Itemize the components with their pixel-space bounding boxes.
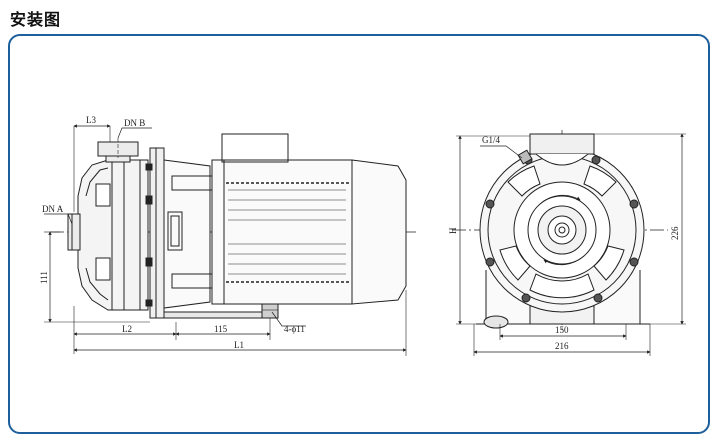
label-150: 150 [555, 325, 569, 335]
outlet-dn-b [97, 138, 139, 163]
front-outlet [529, 133, 595, 166]
front-view [452, 130, 686, 356]
side-view [44, 124, 418, 356]
label-g14: G1/4 [482, 135, 501, 145]
inlet-dn-a [67, 213, 81, 251]
label-216: 216 [555, 341, 569, 351]
label-115: 115 [214, 324, 228, 334]
flange-plate [145, 147, 165, 319]
label-226: 226 [670, 226, 680, 240]
bracket [163, 159, 217, 309]
motor-body [211, 133, 407, 305]
label-l1: L1 [234, 340, 244, 350]
label-l2: L2 [122, 324, 132, 334]
drawing-frame [8, 34, 710, 434]
pump-casing [77, 159, 149, 311]
label-h: H [448, 227, 458, 234]
label-holes: 4-ϕ11 [284, 324, 305, 334]
page-title: 安装图 [10, 10, 62, 29]
label-111: 111 [39, 271, 49, 284]
label-dn-a: DN A [42, 204, 64, 214]
label-l3: L3 [86, 115, 96, 125]
label-dn-b: DN B [124, 118, 145, 128]
